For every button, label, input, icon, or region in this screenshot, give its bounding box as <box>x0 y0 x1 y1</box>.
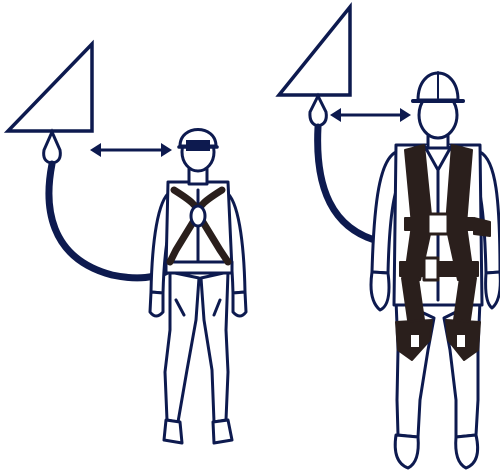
harness-waist-buckle <box>424 258 438 280</box>
right-anchor-triangle-icon <box>279 7 350 95</box>
rear-worker-left-leg <box>165 272 199 422</box>
rear-harness-d-ring-icon <box>191 206 205 226</box>
right-distance-arrow-icon <box>330 108 411 122</box>
left-anchor-triangle-icon <box>8 44 92 131</box>
left-anchor-ring-icon <box>44 132 61 163</box>
rear-worker-right-leg <box>201 272 228 422</box>
rear-view-worker-icon <box>150 130 246 444</box>
right-anchor-ring-icon <box>310 96 326 126</box>
left-distance-arrow-icon <box>90 143 172 157</box>
harness-chest-buckle <box>428 214 448 234</box>
rear-worker-belt <box>166 262 232 273</box>
right-lanyard-icon <box>318 127 382 242</box>
